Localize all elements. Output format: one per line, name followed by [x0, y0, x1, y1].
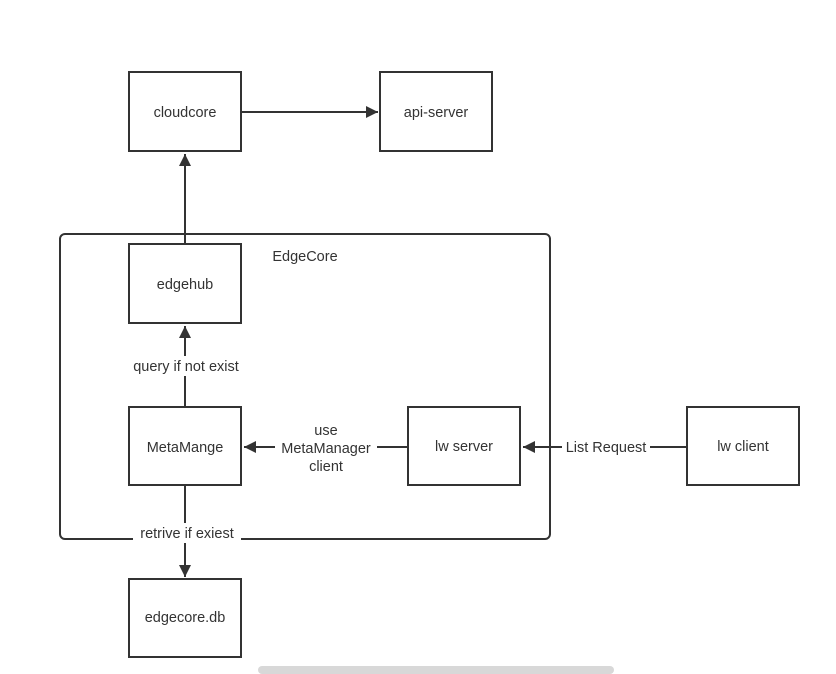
- edge-use-label-line2: MetaManager: [281, 441, 371, 457]
- node-api-server: api-server: [379, 71, 493, 152]
- edge-use-label-line3: client: [309, 459, 343, 475]
- edgecore-container-label: EdgeCore: [272, 249, 337, 265]
- edge-use-label-bg: [275, 421, 377, 475]
- node-edgecore-db: edgecore.db: [128, 578, 242, 658]
- node-api-server-label: api-server: [404, 105, 469, 121]
- node-cloudcore-label: cloudcore: [154, 105, 217, 121]
- edge-retrive-label: retrive if exiest: [140, 526, 233, 542]
- node-lw-client-label: lw client: [717, 439, 769, 455]
- node-lw-server-label: lw server: [435, 439, 493, 455]
- edge-use-label-line1: use: [314, 423, 337, 439]
- edge-retrive-label-bg: [133, 523, 241, 543]
- edge-list-request-label: List Request: [566, 440, 647, 456]
- node-metamanager: MetaMange: [128, 406, 242, 486]
- horizontal-scrollbar[interactable]: [258, 666, 614, 674]
- node-lw-client: lw client: [686, 406, 800, 486]
- node-edgehub-label: edgehub: [157, 277, 213, 293]
- node-cloudcore: cloudcore: [128, 71, 242, 152]
- edge-query-label: query if not exist: [133, 359, 239, 375]
- node-edgehub: edgehub: [128, 243, 242, 324]
- node-edgecore-db-label: edgecore.db: [145, 610, 226, 626]
- edge-query-label-bg: [126, 356, 246, 376]
- edgecore-container: [59, 233, 551, 540]
- node-lw-server: lw server: [407, 406, 521, 486]
- node-metamanager-label: MetaMange: [147, 440, 224, 456]
- edge-list-request-label-bg: [562, 437, 650, 457]
